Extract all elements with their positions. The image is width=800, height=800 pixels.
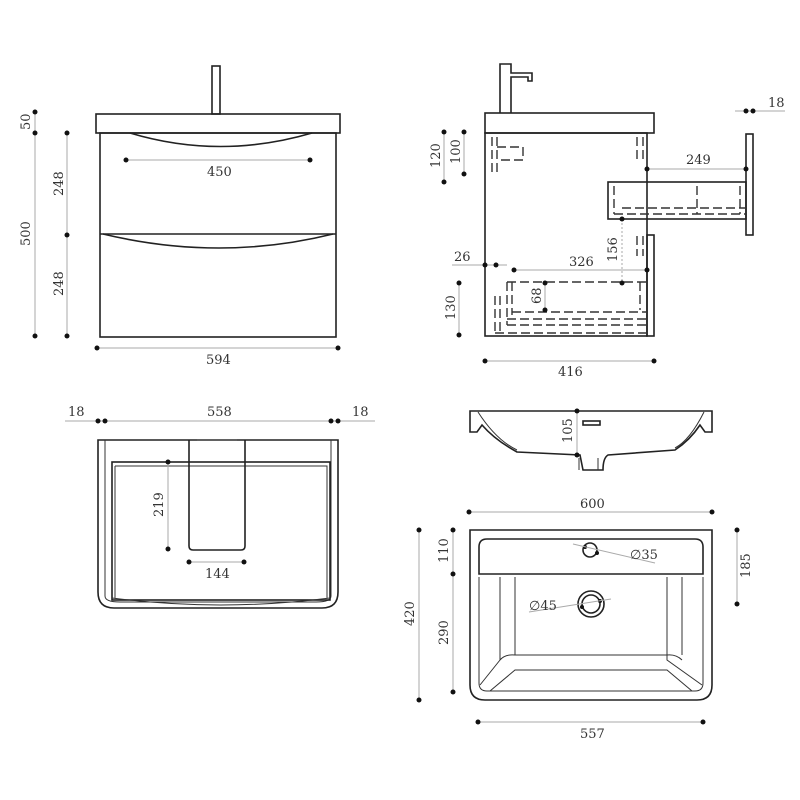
dim-18-right: 18 — [352, 405, 369, 420]
dim-18-left: 18 — [68, 405, 85, 420]
waste-hole-label: ∅45 — [529, 599, 557, 614]
dim-18: 18 — [768, 96, 785, 111]
dim-185: 185 — [739, 553, 754, 578]
dim-594: 594 — [206, 353, 231, 368]
dim-416: 416 — [558, 365, 583, 380]
faucet — [211, 65, 221, 115]
faucet — [499, 63, 533, 113]
cabinet-side — [484, 132, 648, 337]
drawer-outline — [111, 461, 331, 601]
front-view: 450 594 50 500 248 248 — [19, 65, 341, 368]
dim-219: 219 — [152, 492, 167, 517]
dim-558: 558 — [207, 405, 232, 420]
wall-panel — [745, 133, 754, 236]
plumbing-cutout — [188, 440, 246, 551]
countertop — [484, 112, 655, 134]
tap-hole-label: ∅35 — [630, 548, 658, 563]
dim-600: 600 — [580, 497, 605, 512]
basin-profile — [469, 410, 713, 471]
dim-130: 130 — [444, 295, 459, 320]
dim-500: 500 — [19, 221, 34, 246]
dim-110: 110 — [437, 538, 452, 563]
dim-144: 144 — [205, 567, 230, 582]
side-view: 18 249 120 100 26 326 156 68 130 416 — [429, 63, 785, 380]
bottom-drawer-handle — [102, 233, 334, 249]
dim-100: 100 — [449, 139, 464, 164]
dim-557: 557 — [580, 727, 605, 742]
top-view: 18 558 18 219 144 — [65, 405, 375, 609]
dim-420: 420 — [403, 601, 418, 626]
dim-105: 105 — [561, 418, 576, 443]
basin-outline — [469, 529, 713, 701]
dim-450: 450 — [207, 165, 232, 180]
basin-section: 105 — [469, 408, 713, 471]
dim-248-bottom: 248 — [52, 271, 67, 296]
basin-top-view: ∅35 ∅45 600 420 110 185 290 557 — [403, 497, 754, 742]
countertop — [95, 113, 341, 134]
dim-249: 249 — [686, 153, 711, 168]
dim-26: 26 — [454, 250, 471, 265]
dim-326: 326 — [569, 255, 594, 270]
top-drawer-handle — [129, 132, 313, 148]
cabinet-body — [99, 132, 337, 338]
dim-248-top: 248 — [52, 171, 67, 196]
drawer-extended — [607, 181, 747, 220]
dim-156: 156 — [606, 237, 621, 262]
dim-50: 50 — [19, 113, 34, 130]
cabinet-outline — [97, 439, 339, 609]
dim-68: 68 — [530, 287, 545, 304]
dim-290: 290 — [437, 620, 452, 645]
dim-120: 120 — [429, 143, 444, 168]
